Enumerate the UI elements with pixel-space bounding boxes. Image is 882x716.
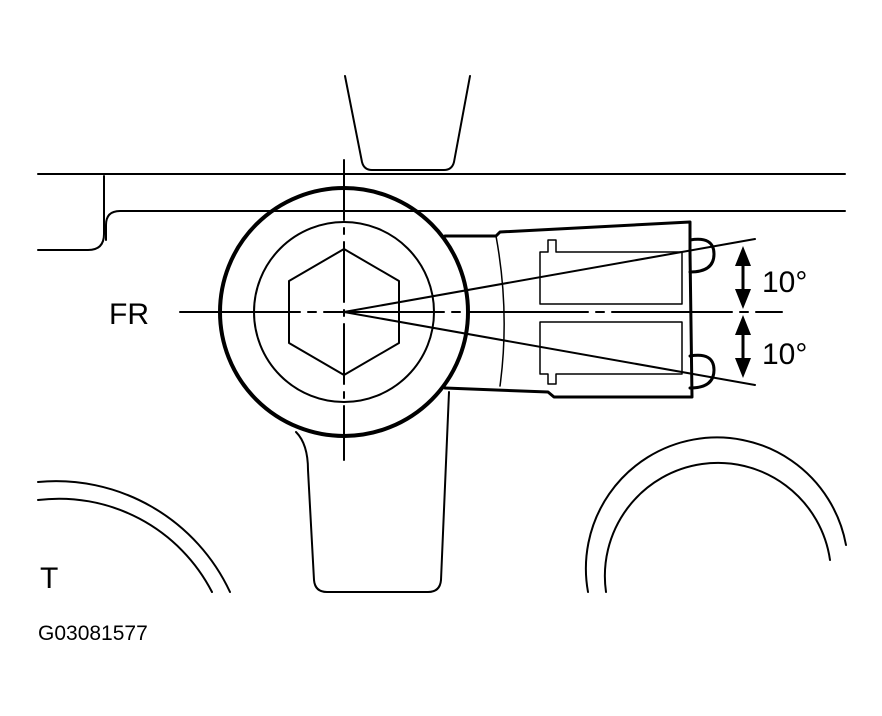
connector-slot-lower (539, 321, 683, 385)
connector-tab-upper (688, 237, 716, 274)
figure-code-label: G03081577 (38, 622, 148, 645)
arrow-head-up-upper (735, 246, 751, 266)
connector-slot-upper (539, 239, 683, 305)
lower-stem (295, 391, 450, 593)
connector-tab-lower (688, 353, 716, 390)
block-edges (37, 173, 846, 251)
right-lower-arc-inner (603, 461, 831, 593)
angle-ray-lower (343, 311, 756, 386)
angle-label-lower: 10° (762, 338, 807, 371)
sensor-connector-body (443, 220, 694, 399)
top-bracket (344, 75, 471, 171)
arrow-head-down-lower (735, 358, 751, 378)
angle-dimension-arrows (735, 246, 751, 378)
right-lower-arc (584, 436, 847, 593)
angle-label-upper: 10° (762, 266, 807, 299)
view-marker-label: T (40, 562, 58, 595)
left-lower-arc-inner (37, 497, 213, 593)
direction-label: FR (109, 298, 149, 331)
angle-ray-upper (343, 238, 756, 313)
arrow-head-down-upper (735, 289, 751, 309)
left-lower-arc (37, 480, 231, 593)
arrow-head-up-lower (735, 315, 751, 335)
